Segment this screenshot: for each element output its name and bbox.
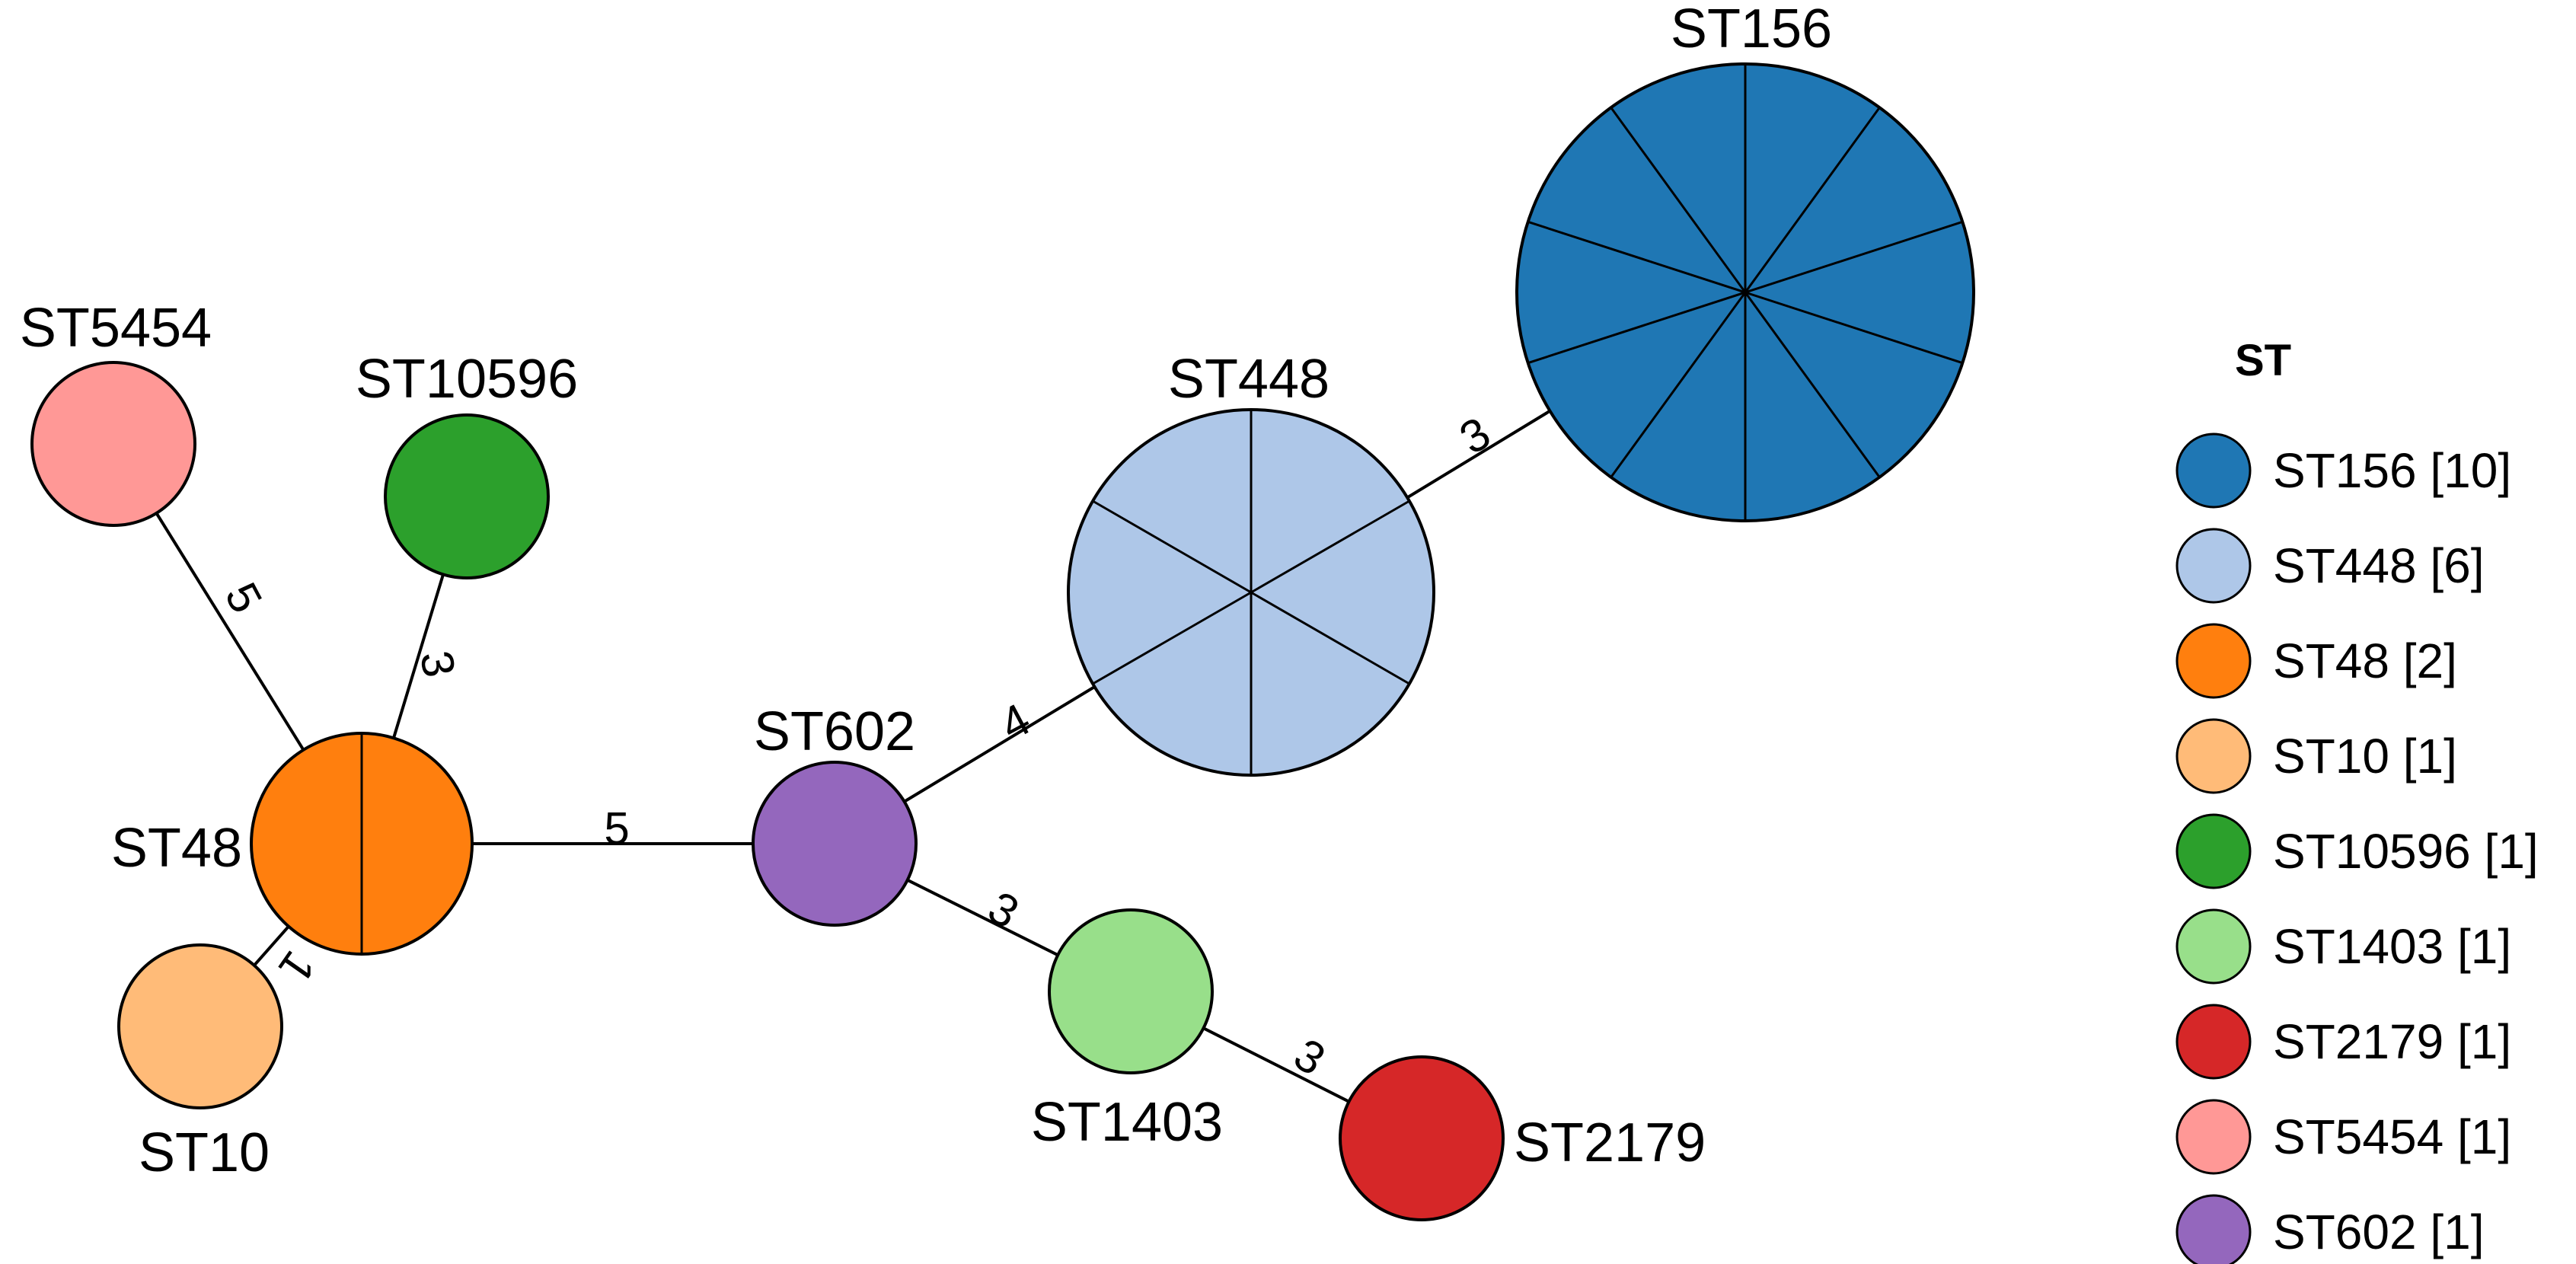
legend-swatch <box>2175 813 2252 889</box>
legend-label: ST5454 [1] <box>2273 1109 2511 1164</box>
node-st5454 <box>30 361 196 527</box>
edge-label-st448-st156: 3 <box>1451 407 1499 464</box>
node-st156 <box>1515 62 1975 522</box>
legend-swatch <box>2175 528 2252 604</box>
edge-label-st5454-st48: 5 <box>215 575 273 621</box>
node-label-st2179: ST2179 <box>1514 1112 1706 1173</box>
legend-swatch <box>2175 1004 2252 1080</box>
nodes-layer <box>30 62 1975 1221</box>
node-st2179 <box>1339 1055 1505 1221</box>
node-st10596 <box>384 413 550 579</box>
node-circle-st5454 <box>30 361 196 527</box>
node-circle-st10596 <box>384 413 550 579</box>
legend-label: ST2179 [1] <box>2273 1014 2511 1069</box>
legend-swatch <box>2175 1099 2252 1175</box>
legend-item: ST448 [6] <box>2175 528 2485 604</box>
node-segment-divider <box>1744 291 1963 365</box>
node-segment-divider <box>1744 107 1881 293</box>
legend-item: ST156 [10] <box>2175 433 2511 509</box>
legend-label: ST10596 [1] <box>2273 824 2539 879</box>
node-segment-divider <box>1610 107 1747 293</box>
node-segment-divider <box>1250 500 1410 594</box>
edge-label-st1403-st2179: 3 <box>1285 1029 1334 1086</box>
edge-label-st602-st1403: 3 <box>980 882 1027 939</box>
node-st448 <box>1067 408 1435 777</box>
node-label-st156: ST156 <box>1671 0 1832 59</box>
node-label-st602: ST602 <box>754 701 915 762</box>
node-segment-divider <box>1527 220 1746 294</box>
legend-label: ST156 [10] <box>2273 443 2511 498</box>
node-label-st10: ST10 <box>139 1122 270 1183</box>
legend-swatch <box>2175 433 2252 509</box>
node-circle-st10 <box>117 943 283 1109</box>
legend-item: ST1403 [1] <box>2175 908 2511 985</box>
node-label-st48: ST48 <box>111 818 242 879</box>
node-label-st5454: ST5454 <box>20 298 212 359</box>
legend-label: ST1403 [1] <box>2273 919 2511 974</box>
legend-swatch <box>2175 1194 2252 1264</box>
legend-swatch <box>2175 623 2252 699</box>
edge-label-st602-st448: 4 <box>992 694 1039 751</box>
edge-label-st48-st10: 1 <box>269 942 325 992</box>
node-segment-divider <box>1250 591 1410 685</box>
legend-item: ST2179 [1] <box>2175 1004 2511 1080</box>
legend-label: ST48 [2] <box>2273 634 2457 688</box>
legend-label: ST10 [1] <box>2273 729 2457 784</box>
node-label-st1403: ST1403 <box>1031 1092 1223 1153</box>
node-st10 <box>117 943 283 1109</box>
node-segment-divider <box>1610 292 1747 478</box>
node-st48 <box>250 732 474 956</box>
legend: ST ST156 [10]ST448 [6]ST48 [2]ST10 [1]ST… <box>2175 336 2539 1264</box>
legend-label: ST448 [6] <box>2273 538 2485 593</box>
legend-title: ST <box>2235 336 2291 385</box>
legend-item: ST10596 [1] <box>2175 813 2539 889</box>
legend-swatch <box>2175 718 2252 794</box>
node-segment-divider <box>1744 292 1881 478</box>
legend-item: ST10 [1] <box>2175 718 2457 794</box>
node-label-st10596: ST10596 <box>356 349 578 410</box>
node-label-st448: ST448 <box>1168 349 1329 410</box>
node-circle-st602 <box>752 761 918 927</box>
legend-item: ST48 [2] <box>2175 623 2457 699</box>
node-st602 <box>752 761 918 927</box>
legend-label: ST602 [1] <box>2273 1205 2485 1259</box>
node-segment-divider <box>1527 291 1746 365</box>
node-segment-divider <box>1092 500 1252 594</box>
node-segment-divider <box>1744 220 1963 294</box>
legend-swatch <box>2175 908 2252 985</box>
legend-item: ST602 [1] <box>2175 1194 2485 1264</box>
node-st1403 <box>1048 908 1214 1074</box>
node-segment-divider <box>1092 591 1252 685</box>
edge-label-st48-st602: 5 <box>604 803 629 854</box>
node-circle-st2179 <box>1339 1055 1505 1221</box>
legend-items: ST156 [10] ST448 [6] ST48 [2] ST10 [1] ST105… <box>2175 433 2539 1264</box>
node-circle-st1403 <box>1048 908 1214 1074</box>
legend-item: ST5454 [1] <box>2175 1099 2511 1175</box>
